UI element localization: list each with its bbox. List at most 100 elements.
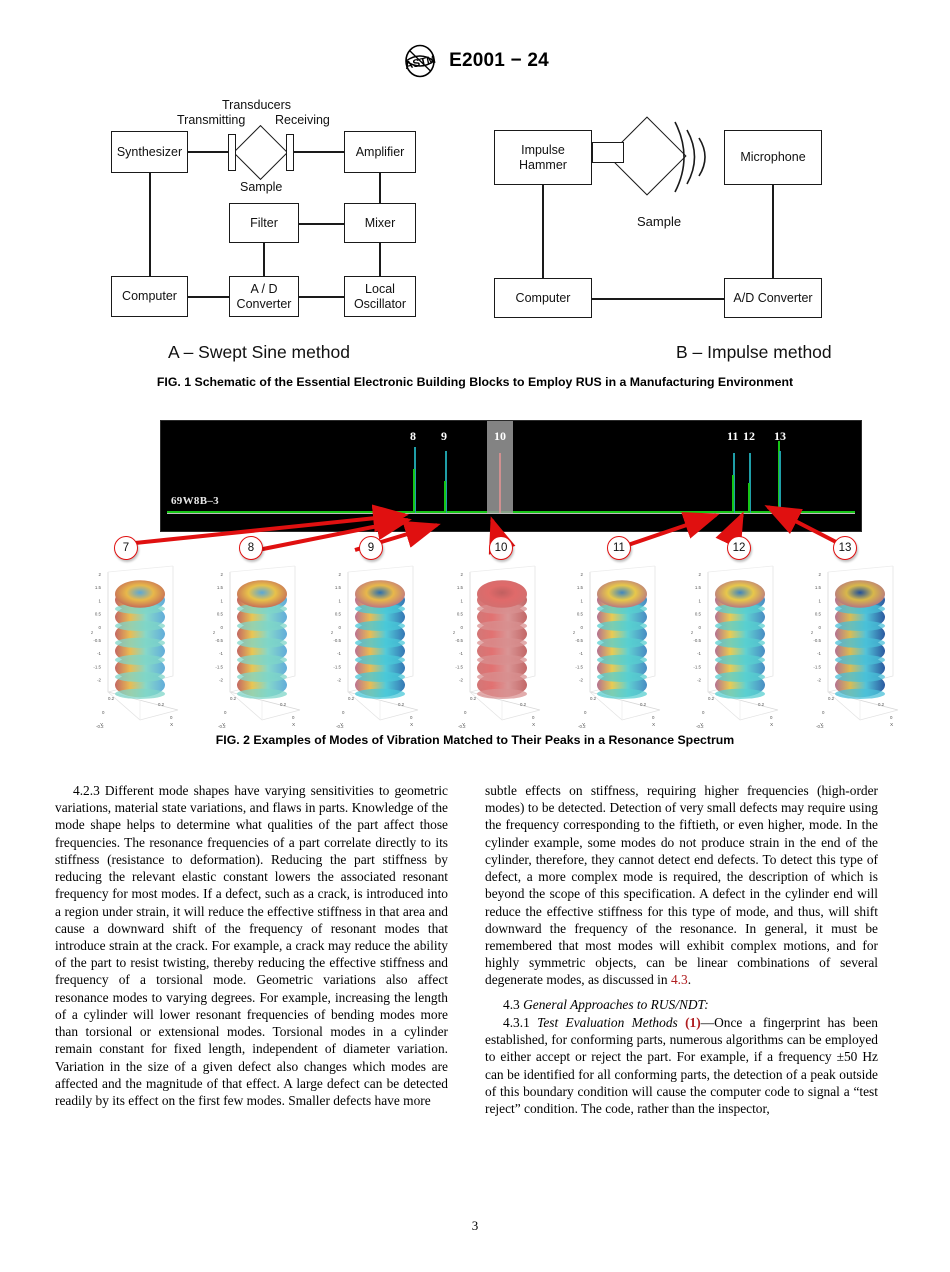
svg-text:0.2: 0.2 — [470, 696, 477, 701]
svg-text:0.5: 0.5 — [695, 612, 702, 617]
svg-text:X: X — [532, 722, 536, 728]
paragraph-4-3-1: 4.3.1 Test Evaluation Methods (1)—Once a… — [485, 1014, 878, 1117]
svg-text:1.5: 1.5 — [95, 585, 102, 590]
svg-text:0: 0 — [581, 625, 584, 630]
svg-text:0: 0 — [221, 625, 224, 630]
box-microphone: Microphone — [724, 130, 822, 185]
svg-text:z: z — [453, 630, 455, 635]
right-column: subtle effects on stiffness, requiring h… — [485, 782, 878, 1117]
svg-text:-0.2: -0.2 — [816, 724, 824, 728]
svg-text:0: 0 — [464, 710, 467, 715]
svg-text:z: z — [213, 630, 215, 635]
svg-text:2: 2 — [99, 572, 102, 577]
svg-text:0: 0 — [699, 625, 702, 630]
svg-text:-0.2: -0.2 — [578, 724, 586, 728]
svg-text:X: X — [770, 722, 774, 728]
heading-4-3: 4.3 General Approaches to RUS/NDT: — [485, 996, 878, 1013]
continuation-text: subtle effects on stiffness, requiring h… — [485, 783, 878, 988]
mode-circle-7: 7 — [114, 536, 138, 560]
svg-text:-2: -2 — [97, 678, 101, 683]
heading-4-3-text: General Approaches to RUS/NDT: — [523, 996, 709, 1012]
hammer-tip — [592, 142, 624, 163]
svg-text:0.5: 0.5 — [335, 612, 342, 617]
figure-1-caption: FIG. 1 Schematic of the Essential Electr… — [156, 375, 794, 389]
mode-shape-plot-12: 21.510.50-0.5-1-1.5-2z0.20.200-0.2-0.2YX — [678, 560, 796, 728]
spectrum-peak-label-11: 11 — [727, 429, 739, 443]
svg-text:X: X — [890, 722, 894, 728]
mode-circle-11: 11 — [607, 536, 631, 560]
svg-text:0: 0 — [770, 715, 773, 720]
mode-shape-plot-13: 21.510.50-0.5-1-1.5-2z0.20.200-0.2-0.2YX — [798, 560, 916, 728]
spectrum-peak-label-12: 12 — [743, 429, 755, 443]
svg-text:-1.5: -1.5 — [575, 664, 583, 669]
svg-text:1: 1 — [339, 598, 342, 603]
svg-text:Y: Y — [700, 722, 704, 728]
spectrum-peak-label-13: 13 — [774, 429, 786, 443]
svg-text:-0.5: -0.5 — [333, 638, 341, 643]
svg-text:-0.5: -0.5 — [455, 638, 463, 643]
receiving-label: Receiving — [275, 113, 330, 127]
svg-text:-2: -2 — [337, 678, 341, 683]
svg-text:0: 0 — [410, 715, 413, 720]
paragraph-4-3-1-number: 4.3.1 — [503, 1014, 530, 1030]
mode-circle-12: 12 — [727, 536, 751, 560]
spectrum-peak-label-10: 10 — [494, 429, 506, 443]
box-mixer: Mixer — [344, 203, 416, 243]
svg-text:0.5: 0.5 — [577, 612, 584, 617]
svg-text:-1.5: -1.5 — [333, 664, 341, 669]
svg-text:-1: -1 — [817, 651, 821, 656]
svg-text:-2: -2 — [459, 678, 463, 683]
svg-text:-2: -2 — [817, 678, 821, 683]
svg-text:1.5: 1.5 — [217, 585, 224, 590]
transmitting-transducer-icon — [228, 134, 236, 171]
box-synthesizer: Synthesizer — [111, 131, 188, 173]
svg-text:Y: Y — [340, 722, 344, 728]
reference-link-1[interactable]: 1 — [689, 1014, 697, 1030]
mode-circle-13: 13 — [833, 536, 857, 560]
svg-text:-1.5: -1.5 — [455, 664, 463, 669]
resonance-spectrum: 69W8B–3 8 9 10 11 12 13 — [160, 420, 862, 532]
svg-text:2: 2 — [819, 572, 822, 577]
svg-text:0: 0 — [532, 715, 535, 720]
svg-text:0: 0 — [224, 710, 227, 715]
svg-text:0: 0 — [652, 715, 655, 720]
sample-label-a: Sample — [240, 180, 283, 194]
box-amplifier: Amplifier — [344, 131, 416, 173]
svg-text:z: z — [691, 630, 693, 635]
svg-text:-0.2: -0.2 — [696, 724, 704, 728]
svg-text:0: 0 — [292, 715, 295, 720]
svg-text:-1: -1 — [337, 651, 341, 656]
paragraph-continuation: subtle effects on stiffness, requiring h… — [485, 782, 878, 989]
document-title: E2001 − 24 — [449, 50, 549, 71]
svg-text:z: z — [331, 630, 333, 635]
svg-text:1.5: 1.5 — [335, 585, 342, 590]
svg-text:1.5: 1.5 — [457, 585, 464, 590]
svg-text:Y: Y — [222, 722, 226, 728]
svg-text:2: 2 — [699, 572, 702, 577]
svg-text:-0.5: -0.5 — [693, 638, 701, 643]
svg-text:-0.2: -0.2 — [96, 724, 104, 728]
box-filter: Filter — [229, 203, 299, 243]
cross-reference-link-4-3[interactable]: 4.3 — [670, 972, 688, 988]
reference-paren-open: ( — [685, 1014, 690, 1030]
spectrum-peak-label-8: 8 — [410, 429, 416, 443]
box-ad-converter-b: A/D Converter — [724, 278, 822, 318]
box-computer-b: Computer — [494, 278, 592, 318]
svg-text:0.2: 0.2 — [108, 696, 115, 701]
mode-circle-10: 10 — [489, 536, 513, 560]
svg-text:-1: -1 — [97, 651, 101, 656]
svg-text:1.5: 1.5 — [695, 585, 702, 590]
figure-2: 69W8B–3 8 9 10 11 12 13 — [0, 415, 950, 755]
mode-shape-plot-9: 21.510.50-0.5-1-1.5-2z0.20.200-0.2-0.2YX — [318, 560, 436, 728]
paragraph-4-2-3: 4.2.3 Different mode shapes have varying… — [55, 783, 448, 1108]
svg-text:2: 2 — [581, 572, 584, 577]
svg-text:0.2: 0.2 — [280, 702, 287, 707]
svg-text:2: 2 — [221, 572, 224, 577]
svg-text:1: 1 — [699, 598, 702, 603]
svg-text:-0.2: -0.2 — [336, 724, 344, 728]
figure-1: Transducers Transmitting Receiving Synth… — [0, 92, 950, 392]
svg-text:-1: -1 — [459, 651, 463, 656]
svg-text:0.2: 0.2 — [398, 702, 405, 707]
svg-text:-2: -2 — [697, 678, 701, 683]
mode-shape-plot-7: 21.510.50-0.5-1-1.5-2z0.20.200-0.2-0.2YX — [78, 560, 196, 728]
